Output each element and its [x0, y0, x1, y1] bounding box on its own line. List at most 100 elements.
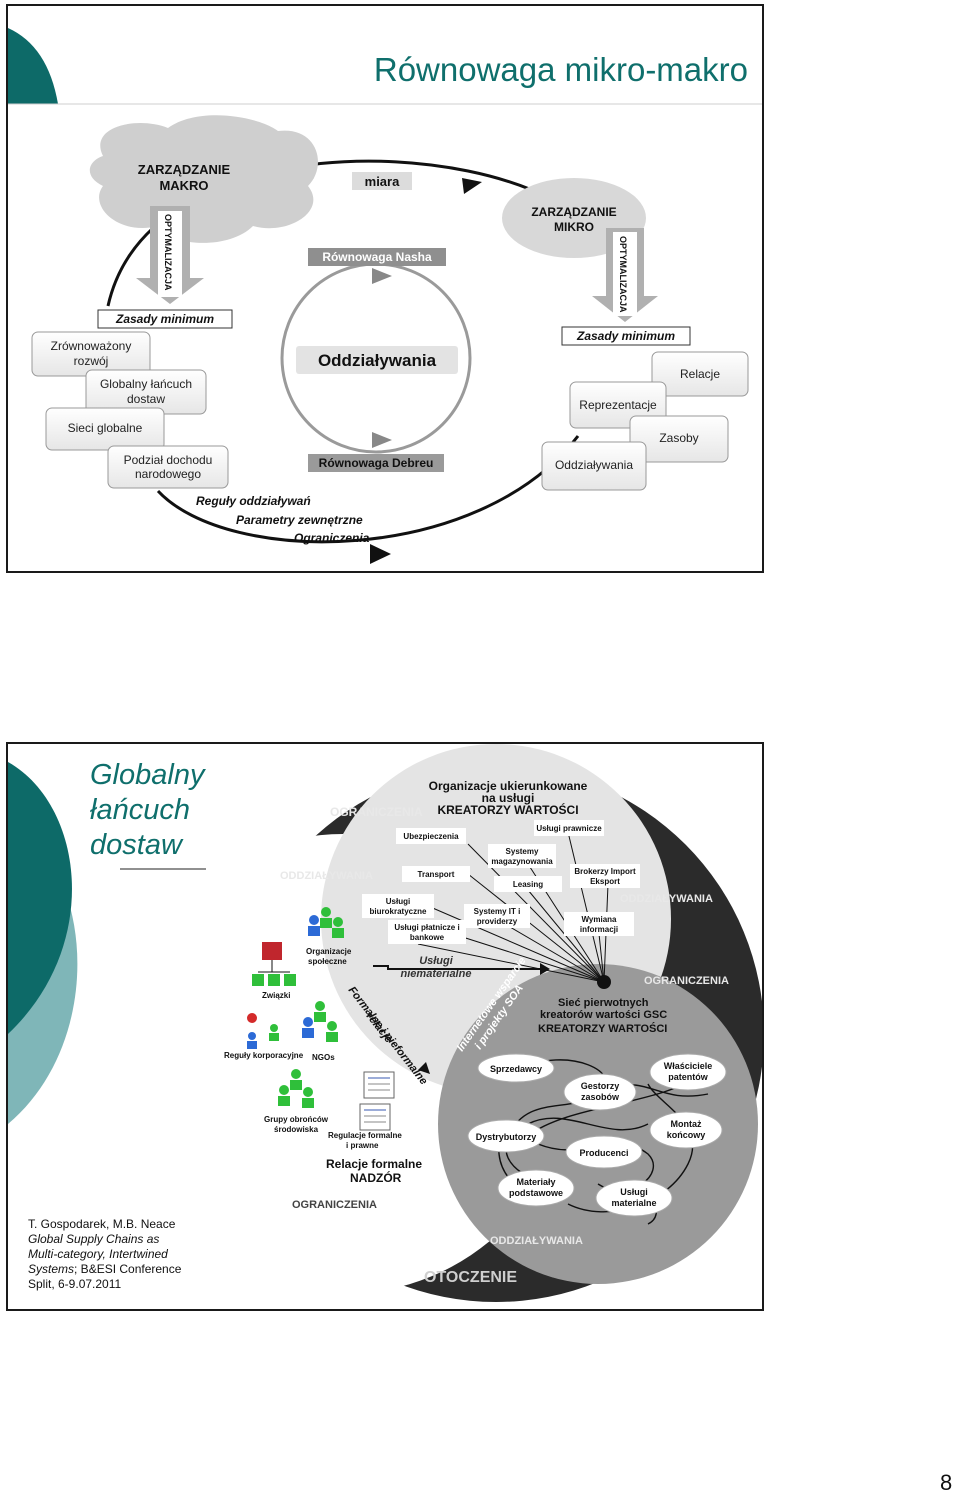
slide-global-supply-chain: Globalny łańcuch dostaw Organizacje ukie… — [6, 742, 764, 1311]
service-brokers-line1: Brokerzy Import — [574, 867, 636, 876]
box-resources-text: Zasoby — [659, 431, 698, 445]
citation-place-date: Split, 6-9.07.2011 — [28, 1277, 122, 1291]
ngos-label: NGOs — [312, 1053, 335, 1062]
slide2-title-line3: dostaw — [90, 829, 184, 861]
rules-minimum-left: Zasady minimum — [115, 312, 214, 326]
people-icon-ngos — [302, 1001, 338, 1042]
ring-environment: OTOCZENIE — [424, 1269, 517, 1286]
document-icon — [359, 1071, 395, 1131]
optimization-label-left: OPTYMALIZACJA — [163, 214, 173, 291]
service-leasing: Leasing — [513, 880, 543, 889]
unions-label: Związki — [262, 991, 290, 1000]
macro-cloud-line1: ZARZĄDZANIE — [138, 162, 231, 177]
citation: T. Gospodarek, M.B. Neace Global Supply … — [28, 1217, 182, 1291]
box-interactions — [541, 441, 647, 491]
gsc-network-line2: kreatorów wartości GSC — [540, 1009, 667, 1021]
center-interactions-label: Oddziaływania — [318, 351, 437, 370]
service-bureaucratic-line2: biurokratyczne — [370, 907, 427, 916]
social-orgs-line2: społeczne — [308, 957, 347, 966]
box-global-chain-line2: dostaw — [127, 392, 165, 406]
box-global-networks — [45, 407, 165, 451]
box-global-chain-line1: Globalny łańcuch — [100, 377, 192, 391]
service-intangible-line2: niematerialne — [401, 968, 472, 980]
box-relations — [651, 351, 749, 397]
global-supply-chain-diagram: Globalny łańcuch dostaw Organizacje ukie… — [8, 744, 762, 1302]
service-payment-line1: Usługi płatnicze i — [394, 923, 459, 932]
arrow-head-icon — [370, 544, 391, 564]
regulations-line1: Regulacje formalne — [328, 1131, 402, 1140]
service-brokers-line2: Eksport — [590, 877, 620, 886]
citation-title-line2: Multi-category, Intertwined — [28, 1247, 168, 1261]
page-number: 8 — [940, 1470, 953, 1495]
gsc-patent-line2: patentów — [668, 1072, 708, 1082]
left-decoration-dark — [8, 762, 72, 1034]
service-info-line2: informacji — [580, 925, 618, 934]
optimization-label-right: OPTYMALIZACJA — [618, 236, 628, 313]
box-sustainable-line2: rozwój — [74, 354, 109, 368]
constraints-label: Ograniczenia — [294, 531, 370, 545]
regulations-line2: i prawne — [346, 1141, 379, 1150]
box-global-networks-text: Sieci globalne — [68, 421, 143, 435]
macro-cloud-line2: MAKRO — [159, 178, 208, 193]
gsc-node-sellers: Sprzedawcy — [477, 1053, 555, 1083]
people-icon-social-orgs — [308, 907, 344, 938]
social-orgs-line1: Organizacje — [306, 947, 352, 956]
gsc-sellers-text: Sprzedawcy — [490, 1064, 542, 1074]
gsc-node-material-services: Usługi materialne — [595, 1179, 673, 1217]
svg-text:Systems; B&ESI Conference: Systems; B&ESI Conference — [28, 1262, 182, 1276]
box-sustainable-line1: Zrównoważony — [51, 339, 132, 353]
corner-decoration — [8, 28, 58, 104]
citation-authors: T. Gospodarek, M.B. Neace — [28, 1217, 176, 1231]
macro-cloud — [89, 115, 318, 243]
ring-interactions-bottom: ODDZIAŁYWANIA — [490, 1235, 583, 1247]
ring-interactions-right: ODDZIAŁYWANIA — [620, 893, 713, 905]
service-bureaucratic-line1: Usługi — [386, 897, 410, 906]
micro-cloud-line2: MIKRO — [554, 220, 594, 234]
service-transport: Transport — [418, 870, 455, 879]
people-icon-env-groups — [278, 1069, 314, 1108]
gsc-node-patent-owners: Właściciele patentów — [649, 1053, 727, 1091]
gsc-node-final-assembly: Montaż końcowy — [649, 1111, 723, 1149]
slide-micro-macro: Równowaga mikro-makro ZARZĄDZANIE MAKRO … — [6, 4, 764, 573]
service-orgs-line1: Organizacje ukierunkowane — [429, 779, 588, 793]
arrow-head-icon — [462, 178, 482, 194]
ring-constraints-bottom: OGRANICZENIA — [292, 1199, 377, 1211]
gsc-materials-line1: Materiały — [516, 1177, 555, 1187]
micro-macro-diagram: Równowaga mikro-makro ZARZĄDZANIE MAKRO … — [8, 28, 762, 564]
gsc-hub-node — [597, 975, 611, 989]
box-relations-text: Relacje — [680, 367, 720, 381]
formal-relations-line2: NADZÓR — [350, 1170, 402, 1185]
gsc-node-raw-materials: Materiały podstawowe — [497, 1169, 575, 1207]
arrow-head-icon — [372, 268, 392, 284]
gsc-resource-line1: Gestorzy — [581, 1081, 620, 1091]
formal-relations-line1: Relacje formalne — [326, 1157, 422, 1171]
intangible-arrow — [373, 965, 548, 970]
arrow-head-icon — [372, 432, 392, 448]
gsc-assembly-line2: końcowy — [667, 1130, 706, 1140]
gsc-node-producers: Producenci — [565, 1135, 643, 1169]
gsc-patent-line1: Właściciele — [664, 1061, 713, 1071]
debreu-equilibrium-label: Równowaga Debreu — [319, 456, 434, 470]
service-warehousing-line1: Systemy — [506, 847, 539, 856]
service-insurance: Ubezpieczenia — [403, 832, 459, 841]
service-intangible-line1: Usługi — [419, 955, 454, 967]
ring-interactions-left: ODDZIAŁYWANIA — [280, 870, 373, 882]
micro-cloud-line1: ZARZĄDZANIE — [531, 205, 616, 219]
gsc-material-services-line2: materialne — [611, 1198, 656, 1208]
citation-title-line1: Global Supply Chains as — [28, 1232, 159, 1246]
gsc-node-distributors: Dystrybutorzy — [467, 1119, 545, 1153]
rules-minimum-right: Zasady minimum — [576, 329, 675, 343]
gsc-materials-line2: podstawowe — [509, 1188, 563, 1198]
service-info-line1: Wymiana — [582, 915, 618, 924]
arrow-head-icon — [418, 1062, 430, 1074]
box-income-division — [107, 445, 229, 489]
corporate-rules-icon — [247, 1013, 279, 1049]
box-resources — [629, 415, 729, 463]
measure-label: miara — [365, 174, 400, 189]
gsc-distributors-text: Dystrybutorzy — [476, 1132, 537, 1142]
box-income-line2: narodowego — [135, 467, 201, 481]
gsc-network-line3: KREATORZY WARTOŚCI — [538, 1022, 667, 1035]
nash-equilibrium-label: Równowaga Nasha — [322, 250, 432, 264]
service-orgs-line2: na usługi — [482, 791, 535, 805]
citation-title-line3: Systems — [28, 1262, 74, 1276]
